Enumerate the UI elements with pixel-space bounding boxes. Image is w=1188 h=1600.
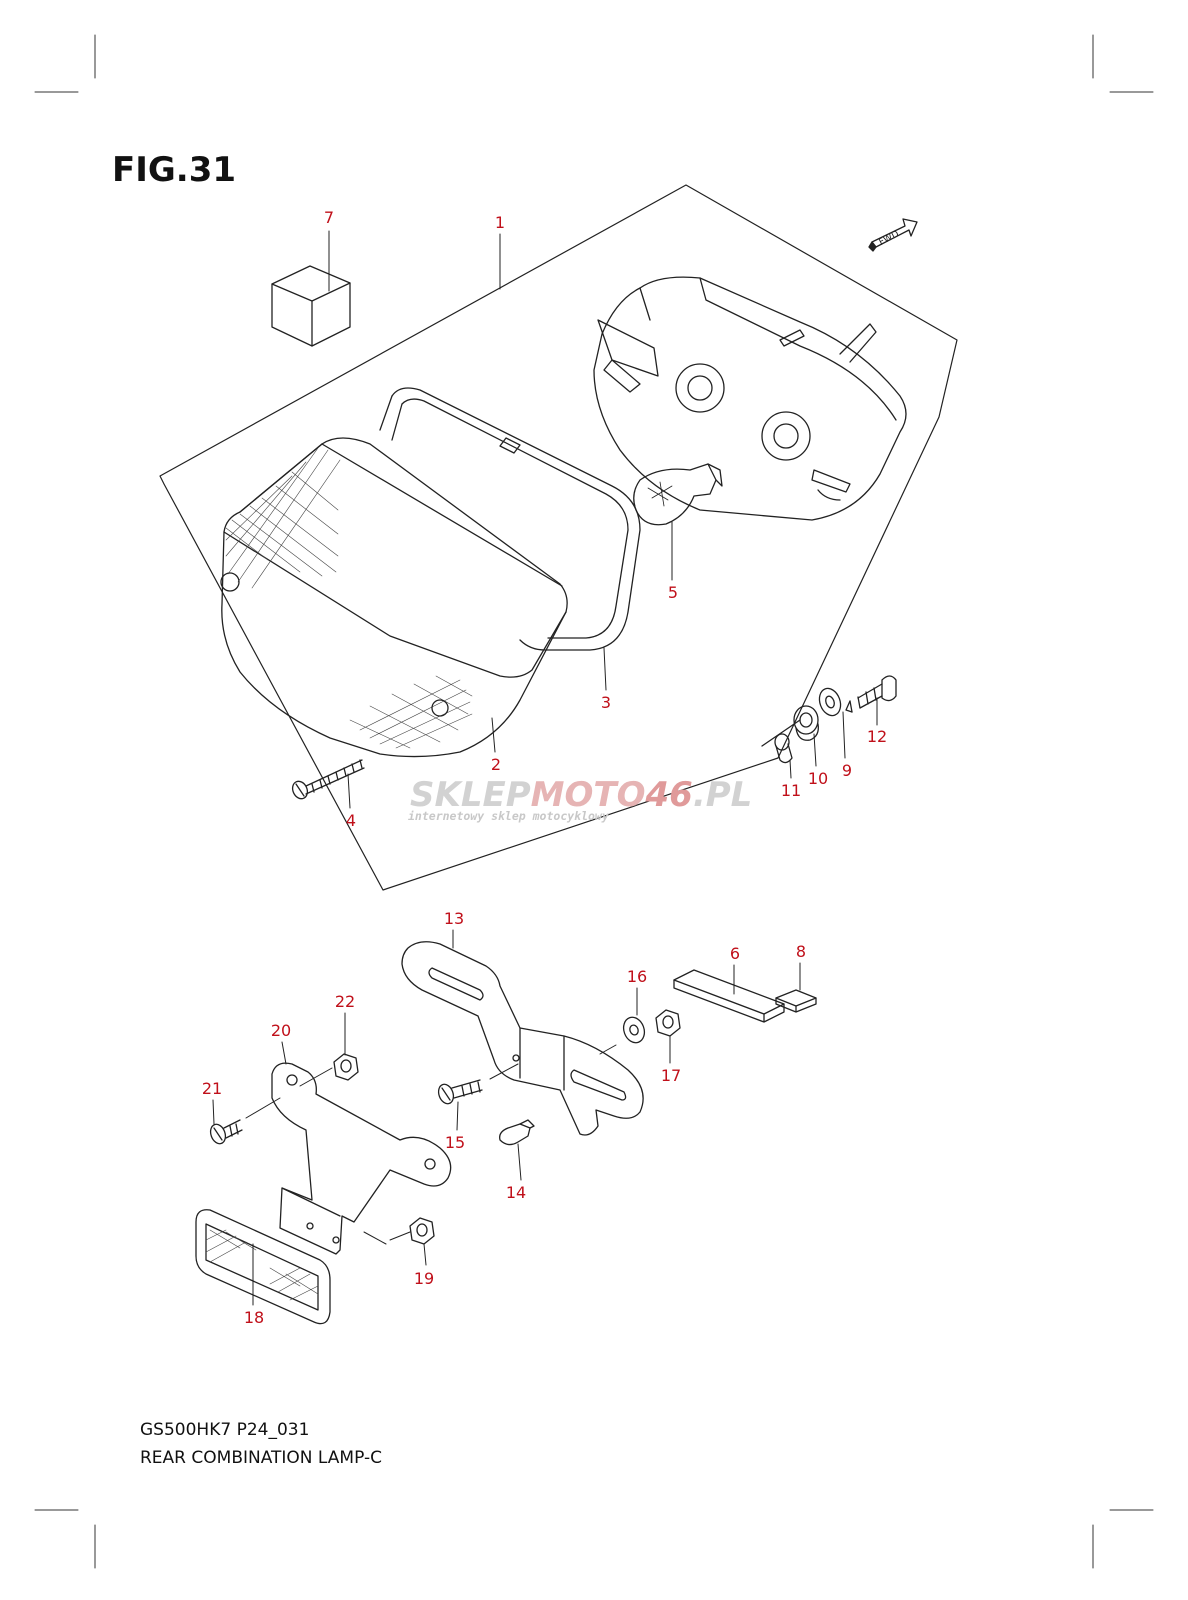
callout-labels: 1 2 3 4 5 6 7 8 9 10 11 12 13 14 15 16 1… xyxy=(202,208,887,1327)
rear-lens-part xyxy=(220,437,568,758)
assembly-boundary xyxy=(159,184,958,891)
nut-22-part xyxy=(333,1053,359,1081)
pad-part xyxy=(775,989,817,1013)
callout-13: 13 xyxy=(444,909,464,928)
callout-4: 4 xyxy=(346,811,356,830)
callout-6: 6 xyxy=(730,944,740,963)
lens-screw-part xyxy=(291,759,365,800)
reflector-part xyxy=(195,1209,331,1325)
reflector-bracket-part xyxy=(271,1062,452,1255)
plate-bracket-part xyxy=(401,941,644,1136)
watermark-brand-b: MOTO xyxy=(531,775,646,815)
collar-part xyxy=(774,733,793,764)
fwd-label: FWD xyxy=(878,229,901,247)
washer-part xyxy=(818,687,842,717)
callout-14: 14 xyxy=(506,1183,526,1202)
callout-20: 20 xyxy=(271,1021,291,1040)
callout-12: 12 xyxy=(867,727,887,746)
callout-18: 18 xyxy=(244,1308,264,1327)
boundary-line-lower xyxy=(761,719,801,747)
watermark-brand-d: .PL xyxy=(693,775,753,815)
watermark: SKLEPMOTO46.PL internetowy sklep motocyk… xyxy=(408,775,752,823)
lens-gasket-part xyxy=(379,387,641,651)
callout-17: 17 xyxy=(661,1066,681,1085)
bracket-screw-part xyxy=(437,1079,483,1105)
diagram-code: GS500HK7 P24_031 xyxy=(140,1420,310,1440)
lamp-housing-part xyxy=(593,276,907,521)
callout-8: 8 xyxy=(796,942,806,961)
grommet-part xyxy=(793,705,819,741)
nut-19-part xyxy=(409,1217,435,1245)
crop-marks xyxy=(34,34,1154,1569)
svg-text:SKLEPMOTO46.PL: SKLEPMOTO46.PL xyxy=(410,775,752,815)
callout-11: 11 xyxy=(781,781,801,800)
watermark-brand-c: 46 xyxy=(645,775,693,815)
callout-5: 5 xyxy=(668,583,678,602)
fwd-arrow-icon: FWD xyxy=(868,218,918,252)
watermark-tagline: internetowy sklep motocyklowy xyxy=(408,809,610,823)
bulb-part xyxy=(633,463,723,526)
callout-3: 3 xyxy=(601,693,611,712)
watermark-brand-a: SKLEP xyxy=(410,775,531,815)
figure-title: FIG.31 xyxy=(112,150,237,190)
callout-16: 16 xyxy=(627,967,647,986)
callout-21: 21 xyxy=(202,1079,222,1098)
callout-2: 2 xyxy=(491,755,501,774)
reflector-screw-part xyxy=(209,1119,243,1145)
cushion-part xyxy=(499,1119,535,1146)
washer-16-part xyxy=(622,1016,646,1044)
diagram-title: REAR COMBINATION LAMP-C xyxy=(140,1448,382,1468)
tape-strip-part xyxy=(673,969,785,1023)
callout-9: 9 xyxy=(842,761,852,780)
leader-lines xyxy=(212,230,878,1306)
callout-7: 7 xyxy=(324,208,334,227)
callout-22: 22 xyxy=(335,992,355,1011)
callout-1: 1 xyxy=(495,213,505,232)
sponge-cube-part xyxy=(271,265,351,347)
bolt-part xyxy=(845,675,897,713)
callout-19: 19 xyxy=(414,1269,434,1288)
nut-17-part xyxy=(655,1009,681,1037)
callout-10: 10 xyxy=(808,769,828,788)
callout-15: 15 xyxy=(445,1133,465,1152)
